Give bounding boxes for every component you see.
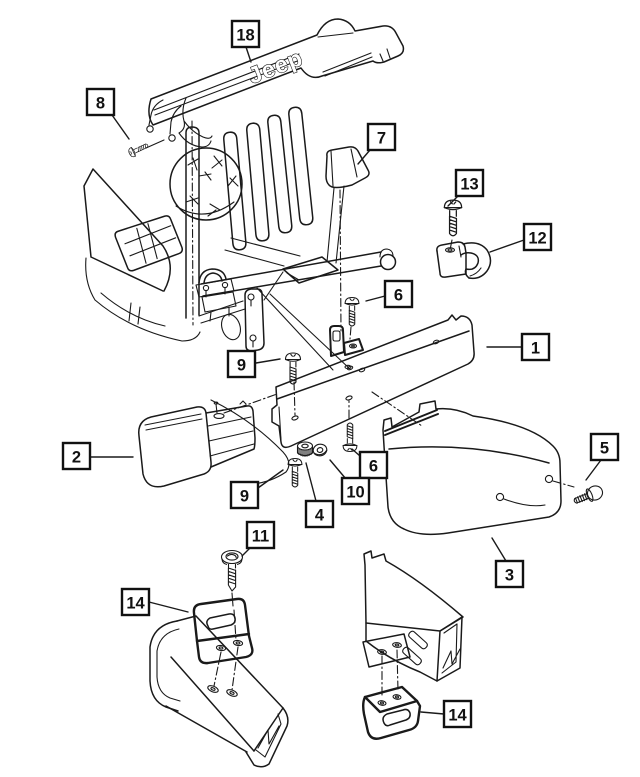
callout-number: 2 bbox=[72, 449, 81, 467]
part-18-grille-cover: Jeep bbox=[146, 18, 405, 148]
callout-number: 3 bbox=[505, 567, 514, 585]
callout-leader-line bbox=[305, 462, 317, 502]
callout-6[interactable]: 6 bbox=[365, 279, 414, 309]
callout-9[interactable]: 9 bbox=[229, 469, 284, 510]
part-3-end-cap-right bbox=[382, 400, 575, 536]
callout-box[interactable] bbox=[494, 559, 525, 589]
callout-box[interactable] bbox=[520, 332, 551, 362]
callout-18[interactable]: 18 bbox=[230, 19, 261, 63]
callout-number: 1 bbox=[531, 340, 540, 358]
part-6-screw-lower bbox=[342, 422, 358, 453]
callout-box[interactable] bbox=[304, 499, 335, 529]
callout-box[interactable] bbox=[442, 699, 473, 729]
callout-number: 13 bbox=[460, 176, 478, 194]
callout-8[interactable]: 8 bbox=[85, 87, 130, 140]
callout-leader-line bbox=[489, 239, 525, 253]
callout-leader-line bbox=[257, 469, 284, 489]
callout-9[interactable]: 9 bbox=[226, 349, 281, 379]
callout-2[interactable]: 2 bbox=[61, 441, 134, 471]
callout-number: 18 bbox=[236, 27, 254, 45]
callout-box[interactable] bbox=[366, 122, 397, 152]
callout-14[interactable]: 14 bbox=[120, 587, 189, 617]
callout-leader-line bbox=[329, 459, 347, 480]
callout-leader-line bbox=[491, 537, 507, 562]
callout-number: 9 bbox=[240, 488, 249, 506]
part-7-wedge bbox=[325, 146, 370, 332]
callout-box[interactable] bbox=[522, 222, 553, 252]
turn-signal-lamp bbox=[114, 215, 184, 272]
callout-box[interactable] bbox=[383, 279, 414, 309]
part-2-end-cap-left bbox=[138, 400, 256, 488]
callout-leader-line bbox=[420, 711, 445, 715]
headlamp-panel-band bbox=[185, 120, 200, 326]
fender bbox=[83, 168, 201, 342]
headlamp bbox=[169, 147, 243, 221]
part-5-bolt bbox=[573, 485, 604, 504]
frame-rail-right bbox=[362, 550, 464, 699]
callout-number: 12 bbox=[528, 230, 546, 248]
part-14-bracket-left bbox=[192, 597, 254, 665]
callout-13[interactable]: 13 bbox=[447, 168, 485, 207]
part-9-screw-upper bbox=[284, 352, 302, 385]
callout-number: 8 bbox=[96, 95, 105, 113]
part-12-hook bbox=[436, 241, 492, 280]
part-8-screw bbox=[127, 139, 165, 159]
callout-box[interactable] bbox=[61, 441, 92, 471]
callout-number: 9 bbox=[237, 357, 246, 375]
callout-box[interactable] bbox=[229, 480, 260, 510]
callout-box[interactable] bbox=[120, 587, 151, 617]
callout-leader-line bbox=[351, 448, 361, 457]
part-6-screw-upper bbox=[344, 296, 360, 340]
callout-number: 4 bbox=[315, 507, 325, 525]
callout-number: 14 bbox=[448, 707, 467, 725]
callout-12[interactable]: 12 bbox=[489, 222, 553, 253]
callout-leader-line bbox=[241, 547, 251, 557]
callout-leader-line bbox=[585, 459, 602, 481]
callout-box[interactable] bbox=[340, 476, 371, 506]
callout-7[interactable]: 7 bbox=[357, 122, 397, 165]
part-6-bracket bbox=[329, 325, 364, 370]
callout-box[interactable] bbox=[230, 19, 261, 49]
callout-leader-line bbox=[255, 358, 281, 364]
part-9-screw-lower bbox=[287, 457, 303, 488]
callout-6[interactable]: 6 bbox=[351, 448, 389, 480]
callout-leader-line bbox=[357, 149, 371, 165]
callout-box[interactable] bbox=[589, 432, 620, 462]
callout-10[interactable]: 10 bbox=[329, 459, 371, 506]
callout-layer: 18 8 7 13 12 6 1 9 2 5 6 10 4 9 11 3 14 14 bbox=[61, 19, 620, 729]
vehicle-front-clip: Jeep bbox=[83, 18, 405, 371]
callout-number: 11 bbox=[252, 528, 269, 546]
callout-leader-line bbox=[365, 295, 386, 302]
frame-crossmember bbox=[195, 237, 397, 371]
callout-leader-line bbox=[447, 195, 459, 207]
part-14-bracket-right bbox=[362, 685, 422, 740]
grille-slots bbox=[223, 106, 314, 251]
callout-box[interactable] bbox=[85, 87, 116, 117]
callout-box[interactable] bbox=[245, 520, 276, 550]
callout-number: 5 bbox=[600, 440, 609, 458]
callout-1[interactable]: 1 bbox=[486, 332, 551, 362]
callout-box[interactable] bbox=[226, 349, 257, 379]
callout-number: 7 bbox=[377, 130, 386, 148]
callout-leader-line bbox=[245, 46, 252, 63]
callout-3[interactable]: 3 bbox=[491, 537, 525, 589]
callout-box[interactable] bbox=[454, 168, 485, 198]
callout-4[interactable]: 4 bbox=[304, 462, 335, 529]
callout-14[interactable]: 14 bbox=[420, 699, 473, 729]
callout-11[interactable]: 11 bbox=[241, 520, 276, 557]
callout-number: 10 bbox=[346, 484, 364, 502]
callout-box[interactable] bbox=[358, 450, 389, 480]
callout-5[interactable]: 5 bbox=[585, 432, 620, 481]
frame-rail-left bbox=[149, 615, 289, 768]
part-4-nut bbox=[296, 441, 314, 458]
callout-number: 6 bbox=[369, 458, 378, 476]
part-10-washer bbox=[311, 442, 329, 458]
part-11-screw bbox=[213, 549, 244, 691]
callout-number: 14 bbox=[126, 595, 145, 613]
part-1-bumper-bar bbox=[210, 314, 475, 485]
callout-number: 6 bbox=[394, 287, 403, 305]
callout-leader-line bbox=[148, 601, 189, 613]
callout-leader-line bbox=[111, 114, 130, 140]
